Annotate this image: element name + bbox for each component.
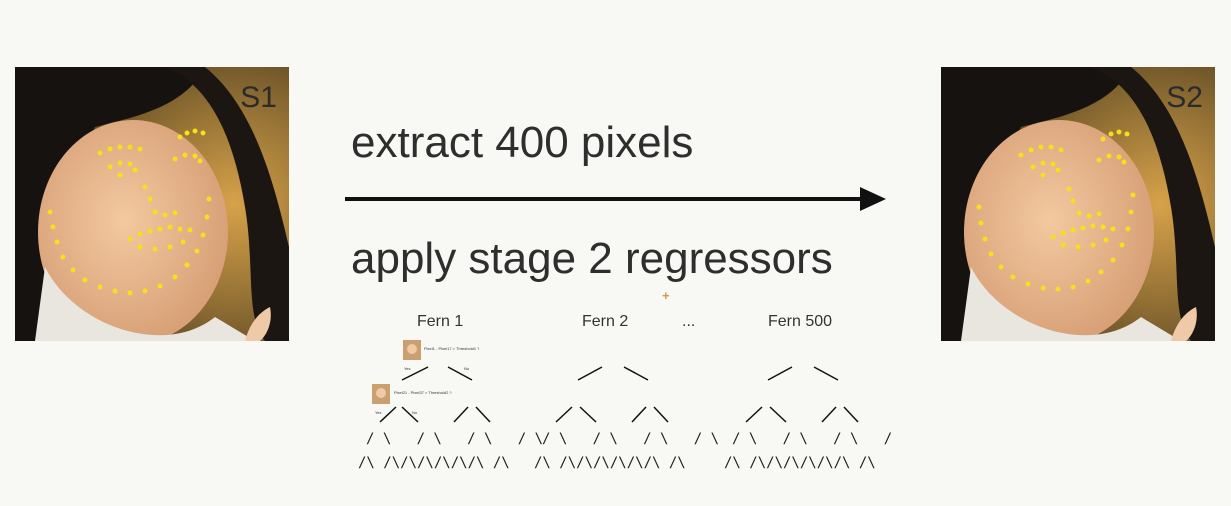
stage-label-s2: S2 (1166, 81, 1203, 114)
fern-1-level-4: /\ /\/\/\/\/\/\ /\ (358, 455, 510, 471)
face-photo-s1: S1 (15, 67, 289, 341)
stage-label-s1: S1 (240, 81, 277, 114)
caption-extract-pixels: extract 400 pixels (351, 118, 694, 167)
root-yes-label: Yes (404, 366, 411, 371)
fern-500-level-4: /\ /\/\/\/\/\/\ /\ (724, 455, 876, 471)
fern-1-level-3: / \ / \ / \ / \ (366, 431, 543, 447)
cursor-crosshair-icon: + (662, 288, 670, 303)
fern-trees: Pixel1 - Pixel17 > Threshold1 ? Yes No P… (358, 340, 900, 471)
fern-500-level-3: / \ / \ / \ / \ (732, 431, 900, 447)
fern-2-level-3: / \ / \ / \ / \ (542, 431, 719, 447)
child-no-label: No (412, 410, 418, 415)
fern-1-label: Fern 1 (417, 313, 464, 330)
face-photo-s2: S2 (941, 67, 1215, 341)
fern-500-label: Fern 500 (768, 313, 833, 330)
child-split-test: Pixel21 - Pixel37 > Threshold2 ? (394, 390, 452, 395)
face-illustration: S2 (941, 67, 1215, 341)
right-arrow (345, 187, 886, 211)
face-illustration: S1 (15, 67, 289, 341)
fern-2-label: Fern 2 (582, 313, 629, 330)
fern-ellipsis: ... (682, 313, 696, 330)
root-split-test: Pixel1 - Pixel17 > Threshold1 ? (424, 346, 480, 351)
fern-2-level-4: /\ /\/\/\/\/\/\ /\ (534, 455, 686, 471)
root-no-label: No (464, 366, 470, 371)
child-yes-label: Yes (375, 410, 382, 415)
fern-1-tree (372, 340, 859, 423)
caption-apply-regressors: apply stage 2 regressors (351, 234, 833, 283)
